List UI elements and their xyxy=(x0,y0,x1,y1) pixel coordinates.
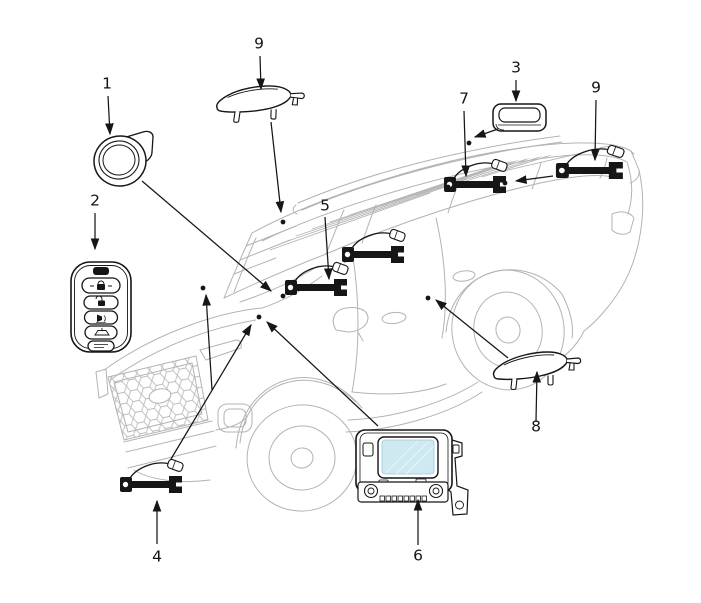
callout-label-1: 1 xyxy=(102,74,112,93)
callout-label-2: 2 xyxy=(90,191,100,210)
callout-label-5: 5 xyxy=(320,196,330,215)
antenna-illustration-4 xyxy=(119,457,185,494)
door-handle-illustration-9 xyxy=(215,83,306,126)
leader-lines xyxy=(90,55,600,545)
callout-label-9a: 9 xyxy=(254,34,264,53)
unlock-icon xyxy=(95,295,105,306)
callout-label-8: 8 xyxy=(531,417,541,436)
location-dots xyxy=(200,140,508,320)
hold-icon xyxy=(94,344,108,348)
key-release-button xyxy=(93,267,109,275)
control-module-illustration-6 xyxy=(355,429,469,516)
tailgate-icon xyxy=(94,328,110,336)
lock-icon xyxy=(90,280,112,290)
callout-label-4: 4 xyxy=(152,547,162,566)
callout-label-3: 3 xyxy=(511,58,521,77)
smart-key-illustration xyxy=(70,261,132,353)
antenna-illustration-9 xyxy=(555,143,626,180)
callout-label-9b: 9 xyxy=(591,78,601,97)
car-illustration xyxy=(95,135,644,512)
callout-label-7: 7 xyxy=(459,89,469,108)
panic-icon xyxy=(96,314,106,323)
callout-label-6: 6 xyxy=(413,546,423,565)
antenna-illustration-5b xyxy=(341,227,407,264)
outside-antenna-module-illustration xyxy=(492,103,547,132)
engine-start-button-illustration xyxy=(93,130,154,187)
